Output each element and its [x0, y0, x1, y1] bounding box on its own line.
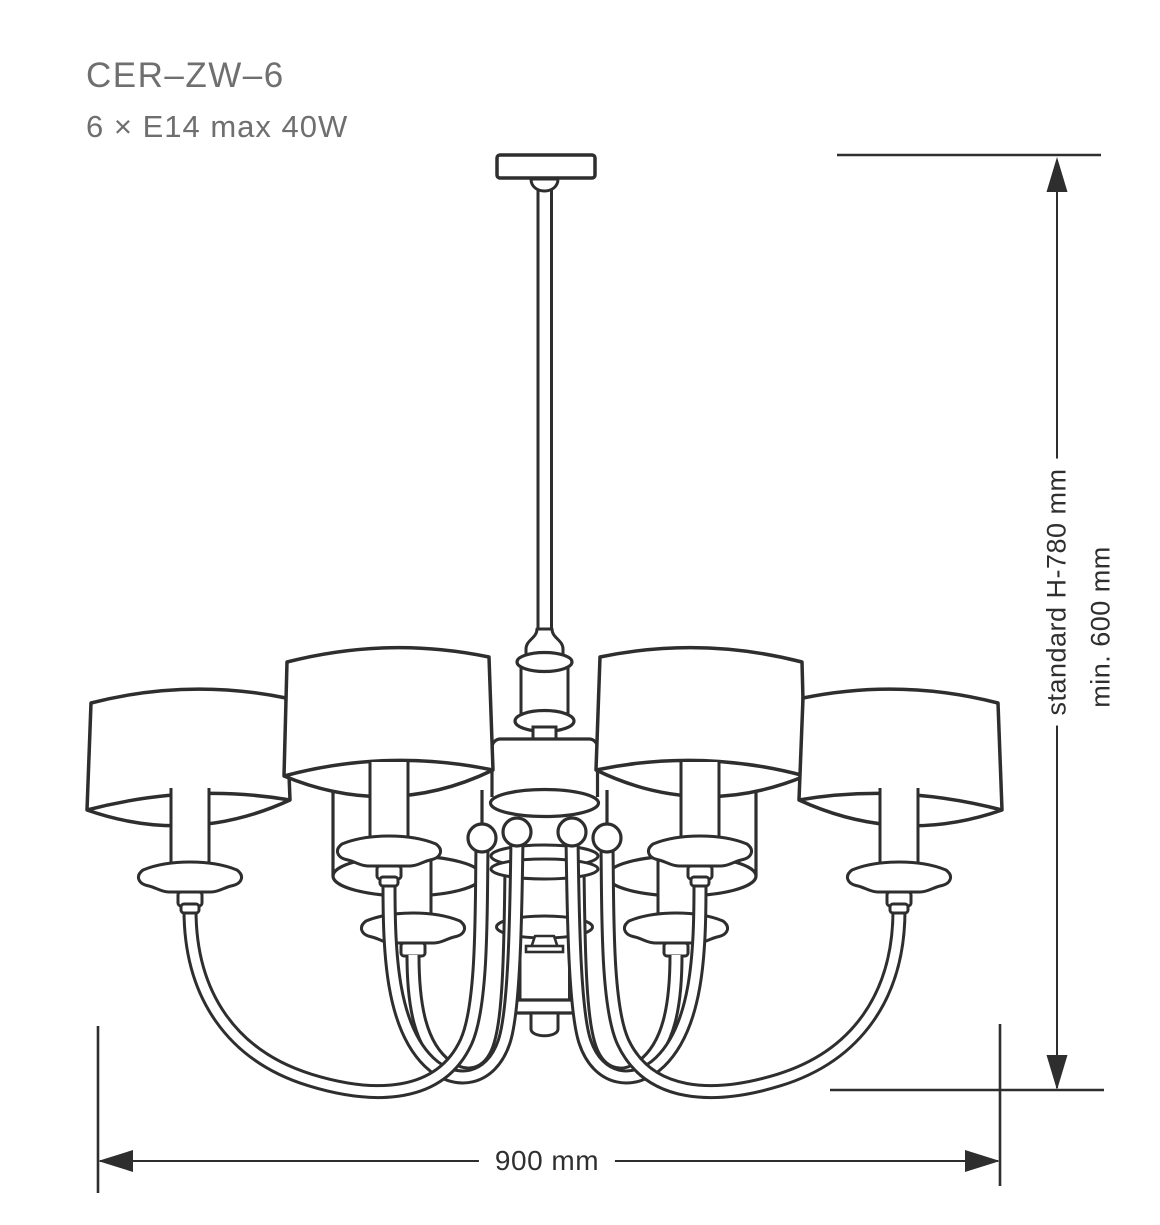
arrow-down-icon	[1046, 1055, 1068, 1090]
central-column	[488, 627, 601, 1038]
hub-band-lower	[489, 857, 600, 881]
hub-bands	[489, 843, 600, 881]
inner-right-shade	[594, 645, 807, 888]
outer-arms	[182, 847, 907, 1100]
bobeche	[623, 911, 729, 945]
canopy-joint	[529, 177, 560, 193]
bobeche	[846, 860, 952, 894]
stem-collar	[378, 875, 400, 888]
arrow-up-icon	[1046, 157, 1068, 192]
height-standard-label: standard H-780 mm	[1037, 458, 1077, 726]
shade-bottom-rim	[283, 758, 494, 778]
height-min-label: min. 600 mm	[1081, 536, 1121, 718]
outer-left-shade	[85, 687, 292, 915]
ball-joint	[556, 816, 588, 848]
bobeche	[137, 860, 243, 894]
drum-bottom-rim	[488, 787, 601, 819]
ceiling-canopy	[495, 153, 597, 180]
ball-joint	[591, 822, 623, 854]
product-spec: 6 × E14 max 40W	[86, 109, 349, 144]
width-label: 900 mm	[478, 1143, 616, 1179]
outer-right-shade	[797, 687, 1004, 915]
product-code: CER–ZW–6	[86, 56, 285, 95]
inner-left-shade	[282, 645, 495, 888]
bobeche	[360, 911, 466, 945]
candle-sleeve	[679, 762, 721, 836]
bobeche	[336, 834, 442, 868]
candle-sleeve	[169, 788, 211, 864]
arrow-right-icon	[965, 1150, 1000, 1172]
bottom-plate	[512, 998, 577, 1015]
bobeche	[647, 834, 753, 868]
bottom-finial	[529, 1011, 560, 1038]
candle-stem	[662, 941, 690, 958]
shade-bottom-rim	[595, 758, 806, 778]
stem-collar	[888, 902, 910, 915]
candle-stem	[399, 941, 427, 958]
column-cylinder-top-rim	[515, 650, 574, 674]
arm-ball-joints	[466, 816, 623, 854]
inner-arms	[381, 837, 708, 1085]
suspension	[495, 153, 597, 634]
ball-joint	[501, 816, 533, 848]
arrow-left-icon	[98, 1150, 133, 1172]
stem-collar	[689, 875, 711, 888]
ball-joint	[466, 822, 498, 854]
stem-collar	[179, 902, 201, 915]
candle-sleeve	[878, 788, 920, 864]
hanging-rod	[536, 186, 553, 634]
candle-sleeve	[368, 762, 410, 836]
